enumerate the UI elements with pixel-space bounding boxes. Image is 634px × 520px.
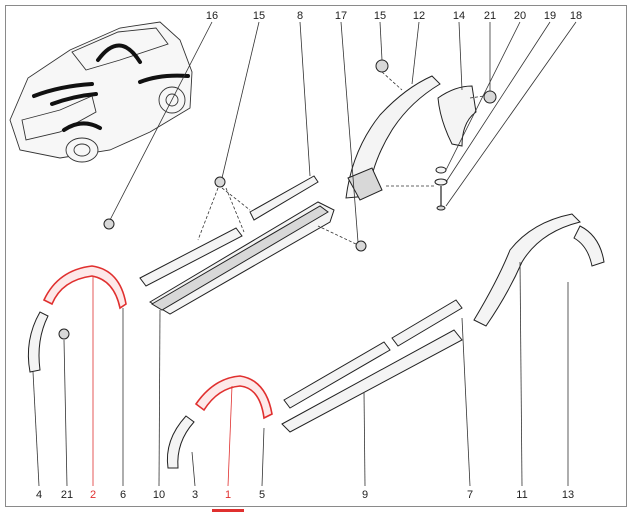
- callout-7: 7: [467, 489, 473, 501]
- fastener-17: [355, 240, 367, 252]
- callout-11: 11: [516, 489, 527, 501]
- part-arch-segment-3: [166, 415, 195, 469]
- part-arch-segment-4: [27, 311, 49, 373]
- fastener-stack-18-20: [434, 166, 448, 211]
- callout-1: 1: [225, 489, 231, 501]
- part-arch-extension-14: [437, 85, 477, 147]
- callout-18: 18: [570, 10, 582, 22]
- callout-6: 6: [120, 489, 126, 501]
- fastener-21-lower: [58, 328, 70, 340]
- fastener-16: [103, 218, 115, 230]
- part-sill-strip-7: [391, 299, 463, 347]
- callout-2: 2: [90, 489, 96, 501]
- fastener-21-upper: [483, 90, 497, 104]
- callout-9: 9: [362, 489, 368, 501]
- callout-3: 3: [192, 489, 198, 501]
- part-front-arch-trim-1: [194, 375, 273, 420]
- callout-14: 14: [453, 10, 465, 22]
- leader-lines: [32, 21, 577, 487]
- callout-15-upper: 15: [253, 10, 265, 22]
- callout-15-right: 15: [374, 10, 386, 22]
- top-callouts: 16 15 8 17 15 12 14 21 20 19 18: [206, 10, 582, 22]
- part-side-sill-molding-10: [149, 201, 335, 315]
- callout-8: 8: [297, 10, 303, 22]
- bottom-callouts: 4 21 2 6 10 3 1 5 9 7 11 13: [36, 489, 574, 501]
- callout-16: 16: [206, 10, 218, 22]
- callout-21-lower: 21: [61, 489, 73, 501]
- selection-indicator: [212, 509, 244, 512]
- callout-4: 4: [36, 489, 42, 501]
- vehicle-thumbnail: [9, 21, 193, 163]
- callout-20: 20: [514, 10, 526, 22]
- part-lower-door-sill-strip-9: [281, 329, 463, 433]
- callout-13: 13: [562, 489, 574, 501]
- callout-17: 17: [335, 10, 347, 22]
- fastener-15-upper: [375, 59, 389, 73]
- callout-12: 12: [413, 10, 425, 22]
- part-mid-trim-strip: [139, 227, 243, 287]
- callout-10: 10: [153, 489, 165, 501]
- part-front-arch-trim-2: [42, 265, 127, 310]
- part-rear-arch-end-13: [573, 225, 605, 267]
- callout-19: 19: [544, 10, 556, 22]
- part-rear-wheel-arch-liner-12: [345, 75, 441, 201]
- part-upper-trim-strip-8: [249, 175, 319, 221]
- diagram-frame: [5, 5, 627, 507]
- callout-5: 5: [259, 489, 265, 501]
- fastener-15-mid: [214, 176, 226, 188]
- callout-21-upper: 21: [484, 10, 496, 22]
- part-rear-wheel-arch-trim-11: [473, 213, 581, 327]
